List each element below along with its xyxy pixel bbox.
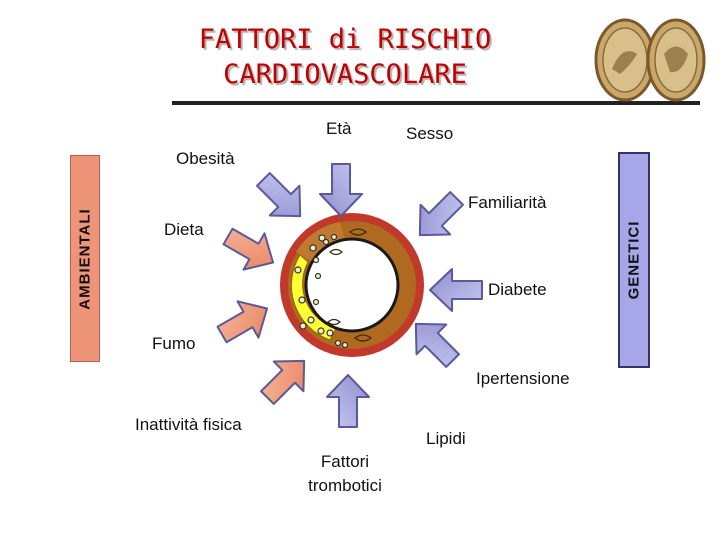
label-inattivita-fisica: Inattività fisica bbox=[135, 415, 242, 434]
title-divider bbox=[172, 101, 700, 105]
label-fattori-line2: trombotici bbox=[308, 476, 382, 495]
label-fattori-trombotici: Fattori trombotici bbox=[295, 450, 395, 498]
page-title: FATTORI di RISCHIO CARDIOVASCOLARE bbox=[198, 24, 492, 90]
label-diabete: Diabete bbox=[488, 280, 547, 299]
label-fumo: Fumo bbox=[152, 334, 196, 353]
label-eta: Età bbox=[326, 119, 352, 138]
obesita-arrow bbox=[247, 163, 317, 233]
eta-arrow bbox=[319, 163, 363, 217]
label-ipertensione: Ipertensione bbox=[476, 369, 570, 388]
diabete-arrow bbox=[429, 268, 483, 312]
label-dieta: Dieta bbox=[164, 220, 204, 239]
label-obesita: Obesità bbox=[176, 149, 235, 168]
dieta-arrow bbox=[216, 217, 285, 282]
label-lipidi: Lipidi bbox=[426, 429, 466, 448]
genetici-bar: GENETICI bbox=[618, 152, 650, 368]
inattivita-arrow bbox=[251, 344, 321, 414]
coin-image bbox=[594, 18, 706, 102]
familiarita-arrow bbox=[403, 182, 473, 252]
label-sesso: Sesso bbox=[406, 124, 454, 143]
fattori-trombotici-arrow bbox=[326, 374, 370, 428]
label-familiarita: Familiarità bbox=[468, 193, 547, 212]
ambientali-bar: AMBIENTALI bbox=[70, 155, 100, 362]
fumo-arrow bbox=[210, 289, 279, 354]
label-fattori-line1: Fattori bbox=[320, 452, 370, 471]
blood-vessel bbox=[280, 213, 424, 357]
